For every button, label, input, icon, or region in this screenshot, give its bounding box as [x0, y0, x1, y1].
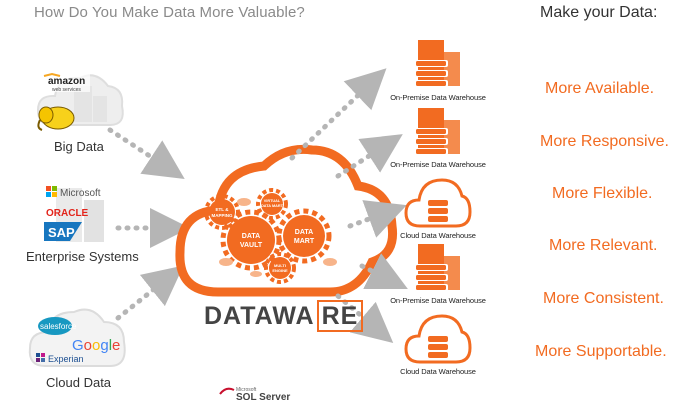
source-label-enterprise-systems: Enterprise Systems — [26, 249, 139, 264]
svg-text:MART: MART — [294, 238, 315, 245]
virtual-data-mart-gear-icon: VIRTUAL DATA MART — [256, 188, 288, 220]
page-title: How Do You Make Data More Valuable? — [34, 4, 305, 21]
etl-mapping-gear-icon: ETL & MAPPING — [204, 194, 240, 230]
arrow-big-data — [107, 127, 185, 179]
warehouse-label-2: On-Premise Data Warehouse — [390, 160, 486, 169]
benefit-responsive: More Responsive. — [540, 133, 669, 150]
svg-text:Google: Google — [72, 337, 120, 354]
svg-text:VAULT: VAULT — [240, 242, 263, 249]
sql-server-microsoft-text: Microsoft — [236, 387, 257, 393]
svg-text:DATA: DATA — [242, 233, 260, 240]
warehouse-cloud-icon-1 — [404, 178, 472, 228]
warehouse-label-3: Cloud Data Warehouse — [400, 231, 476, 240]
hadoop-elephant-icon — [37, 106, 75, 131]
svg-text:ETL &: ETL & — [216, 207, 230, 212]
benefit-relevant: More Relevant. — [549, 237, 658, 254]
benefit-flexible: More Flexible. — [552, 185, 653, 202]
arrow-wh-3 — [347, 200, 407, 238]
svg-text:DATA: DATA — [295, 229, 313, 236]
arrow-wh-1 — [289, 68, 387, 161]
amazon-logo-text: amazon — [48, 76, 85, 87]
svg-text:VIRTUAL: VIRTUAL — [264, 199, 281, 203]
salesforce-logo: salesforce — [38, 317, 77, 335]
source-arrows — [107, 127, 190, 321]
svg-text:ORACLE: ORACLE — [46, 208, 89, 219]
sap-logo: SAP — [44, 222, 82, 241]
benefit-available: More Available. — [545, 80, 655, 97]
warehouse-label-4: On-Premise Data Warehouse — [390, 296, 486, 305]
svg-text:salesforce: salesforce — [40, 322, 77, 331]
source-label-big-data: Big Data — [54, 139, 104, 154]
warehouse-label-5: Cloud Data Warehouse — [400, 367, 476, 376]
aws-logo-text: web services — [52, 87, 81, 93]
benefit-consistent: More Consistent. — [543, 290, 664, 307]
warehouse-building-icon-2 — [414, 108, 460, 155]
warehouse-building-icon-1 — [414, 40, 460, 87]
multi-engine-gear-icon: MULTI ENGINE — [264, 252, 296, 284]
benefit-supportable: More Supportable. — [535, 343, 667, 360]
source-label-cloud-data: Cloud Data — [46, 375, 112, 390]
benefits-title: Make your Data: — [540, 4, 658, 21]
sql-server-logo: Microsoft SQL Server — [219, 387, 290, 400]
arrow-wh-2 — [335, 134, 403, 179]
svg-text:DATA MART: DATA MART — [261, 204, 284, 208]
small-cloud-icons — [219, 198, 337, 277]
svg-text:MAPPING: MAPPING — [211, 213, 233, 218]
amazon-web-services-logo: amazon web services — [40, 70, 90, 93]
svg-text:ENGINE: ENGINE — [272, 268, 288, 273]
svg-text:Experian: Experian — [48, 354, 84, 364]
svg-text:MULTI: MULTI — [274, 263, 286, 268]
oracle-logo: ORACLE — [46, 208, 89, 219]
svg-text:Microsoft: Microsoft — [60, 188, 101, 199]
arrow-wh-5 — [335, 293, 394, 343]
svg-text:SAP: SAP — [48, 225, 75, 240]
warehouse-building-icon-3 — [414, 244, 460, 291]
warehouse-arrows — [289, 68, 408, 343]
arrow-cloud-data — [115, 265, 184, 321]
sql-server-text: SQL Server — [236, 392, 290, 400]
google-logo: Google — [72, 337, 120, 354]
warehouse-cloud-icon-2 — [404, 314, 472, 364]
experian-logo: Experian — [36, 353, 84, 364]
microsoft-logo: Microsoft — [46, 186, 101, 199]
warehouse-label-1: On-Premise Data Warehouse — [390, 93, 486, 102]
arrow-wh-4 — [359, 253, 408, 289]
data-mart-gear-icon: DATA MART — [276, 208, 332, 264]
